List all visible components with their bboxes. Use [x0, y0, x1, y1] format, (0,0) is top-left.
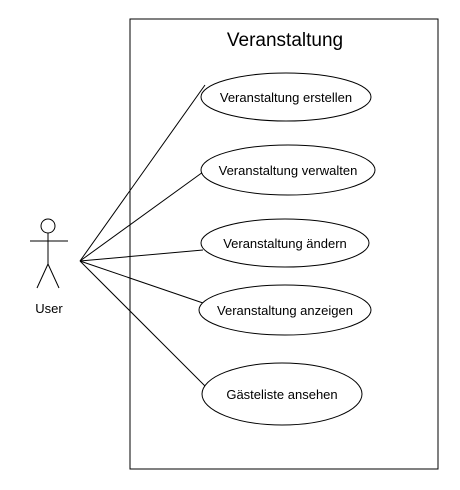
actor-head — [40, 218, 56, 234]
association-line-3 — [79, 249, 204, 262]
actor-label: User — [35, 301, 63, 316]
use-case-3: Veranstaltung ändern — [200, 218, 370, 268]
system-title: Veranstaltung — [227, 30, 343, 51]
system-boundary — [129, 18, 439, 470]
use-case-ellipse — [200, 218, 370, 268]
actor-right-leg — [47, 263, 60, 289]
use-case-ellipse — [200, 72, 372, 122]
use-case-5: Gästeliste ansehen — [201, 362, 363, 426]
actor-left-leg — [36, 263, 49, 289]
use-case-label: Veranstaltung ändern — [223, 236, 347, 251]
use-case-1: Veranstaltung erstellen — [200, 72, 372, 122]
association-line-4 — [79, 260, 204, 304]
actor-user: User — [30, 218, 68, 316]
use-case-4: Veranstaltung anzeigen — [198, 284, 372, 336]
associations — [79, 84, 208, 389]
use-case-2: Veranstaltung verwalten — [200, 144, 376, 196]
use-case-label: Gästeliste ansehen — [226, 387, 337, 402]
use-case-label: Veranstaltung anzeigen — [217, 303, 353, 318]
association-line-1 — [79, 84, 206, 262]
use-case-ellipse — [201, 362, 363, 426]
use-case-ellipse — [200, 144, 376, 196]
use-case-label: Veranstaltung verwalten — [219, 163, 358, 178]
association-line-2 — [79, 171, 204, 262]
use-case-label: Veranstaltung erstellen — [220, 90, 352, 105]
association-line-5 — [79, 260, 208, 389]
use-case-ellipse — [198, 284, 372, 336]
